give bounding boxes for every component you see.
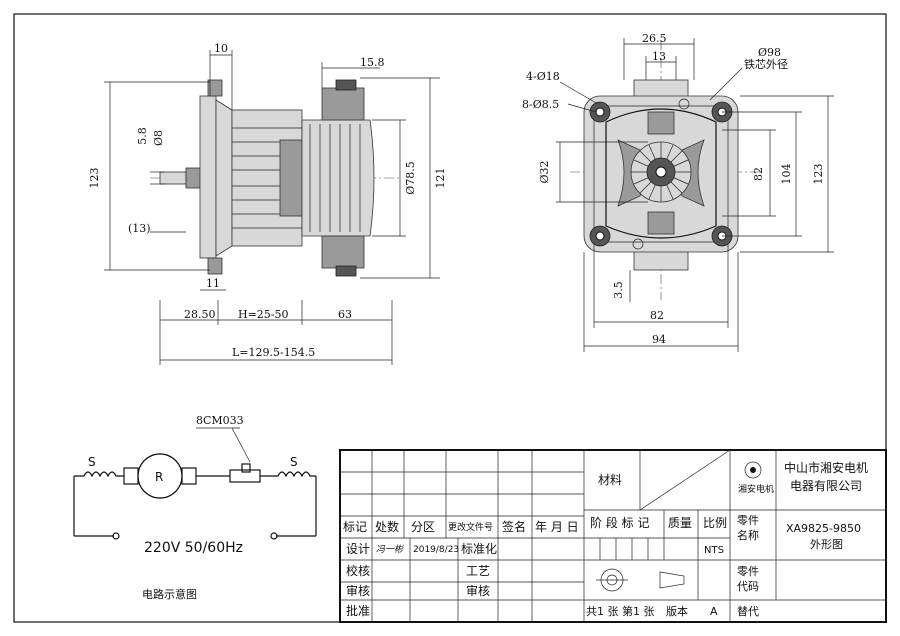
dim-11: 11: [206, 277, 220, 290]
circuit-caption: 电路示意图: [142, 587, 197, 601]
dim-82-vertical: 82: [752, 167, 765, 181]
field-coil-left-label: S: [88, 455, 96, 469]
dim-phi8: Ø8: [152, 130, 165, 146]
header-zone: 分区: [411, 520, 435, 534]
thermal-protector-label: 8CM033: [196, 414, 244, 427]
stage-label: 阶 段 标 记: [590, 515, 649, 530]
dim-123-side: 123: [88, 168, 101, 189]
dim-15-8: 15.8: [360, 56, 385, 69]
holes-4-phi18: 4-Ø18: [526, 70, 560, 83]
check-label: 校核: [346, 563, 370, 578]
header-count: 处数: [375, 519, 399, 534]
dim-l: L=129.5-154.5: [232, 346, 315, 359]
sheets-label: 共1 张 第1 张: [586, 604, 655, 618]
dim-phi32: Ø32: [538, 160, 551, 183]
part-name-value-1: XA9825-9850: [786, 522, 861, 535]
stator-body: [301, 119, 375, 237]
header-change-doc: 更改文件号: [448, 521, 493, 533]
design-signature: 冯一彬: [376, 544, 405, 555]
dim-63: 63: [338, 308, 352, 321]
dim-26-5: 26.5: [642, 32, 667, 45]
part-name-label: 零件名称: [737, 514, 759, 542]
holes-8-phi8-5: 8-Ø8.5: [522, 98, 559, 111]
dim-28-50: 28.50: [184, 308, 216, 321]
dim-phi98: Ø98: [758, 46, 781, 59]
dim-104: 104: [780, 164, 793, 185]
front-view: 26.5 13 Ø98 铁芯外径 4-Ø18 8-Ø8.5 Ø32 82 104…: [522, 32, 834, 352]
scale-value: NTS: [704, 545, 724, 556]
dim-13-paren: (13): [128, 222, 151, 235]
supply-voltage: 220V 50/60Hz: [144, 540, 243, 556]
scale-label: 比例: [703, 516, 727, 530]
core-diameter-label: 铁芯外径: [744, 57, 788, 71]
review-label-2: 审核: [466, 583, 490, 598]
material-label: 材料: [598, 473, 622, 487]
company-name-line2: 电器有限公司: [790, 479, 862, 493]
dim-10: 10: [214, 42, 228, 55]
review-label: 审核: [346, 583, 370, 598]
dim-5-8: 5.8: [136, 127, 149, 145]
dim-h: H=25-50: [238, 308, 289, 321]
header-date: 年 月 日: [535, 520, 579, 534]
version-value: A: [710, 605, 718, 618]
projection-symbol-icon: [596, 568, 685, 592]
front-bracket: [199, 95, 217, 259]
header-mark: 标记: [343, 520, 367, 534]
circuit-diagram: 8CM033 S S R 220V 50/60Hz 电路示意图: [73, 414, 317, 601]
standardization-label: 标准化: [461, 542, 497, 556]
rotor-label: R: [155, 470, 163, 484]
dim-13: 13: [652, 50, 666, 63]
design-date: 2019/8/23: [413, 545, 459, 555]
weight-label: 质量: [668, 516, 692, 530]
field-coil-right-label: S: [290, 455, 298, 469]
approve-label: 批准: [346, 603, 370, 618]
dim-82-horizontal: 82: [650, 309, 664, 322]
dim-123-front: 123: [812, 164, 825, 185]
design-label: 设计: [346, 542, 370, 556]
dim-3-5: 3.5: [612, 281, 625, 299]
header-sign: 签名: [502, 519, 526, 534]
version-label: 版本: [666, 604, 688, 618]
title-block: 材料 湘安电机 中山市湘安电机 电器有限公司 标记 处数 分区 更改文件号 签名…: [339, 449, 887, 623]
shaft: [159, 171, 187, 185]
logo-text: 湘安电机: [738, 483, 774, 495]
part-name-value-2: 外形图: [810, 538, 843, 551]
company-name-line1: 中山市湘安电机: [784, 460, 868, 475]
dim-94: 94: [652, 333, 666, 346]
dim-phi78-5: Ø78.5: [404, 161, 417, 195]
dim-121: 121: [434, 168, 447, 189]
side-view: 10 15.8 123 121 5.8 Ø8 (13) Ø78.5 11 28.…: [88, 42, 447, 365]
replace-label: 替代: [737, 604, 759, 618]
part-code-label: 零件代码: [737, 565, 759, 593]
corner-holes: [589, 98, 733, 250]
company-logo: 湘安电机: [738, 461, 774, 495]
process-label: 工艺: [466, 564, 490, 578]
